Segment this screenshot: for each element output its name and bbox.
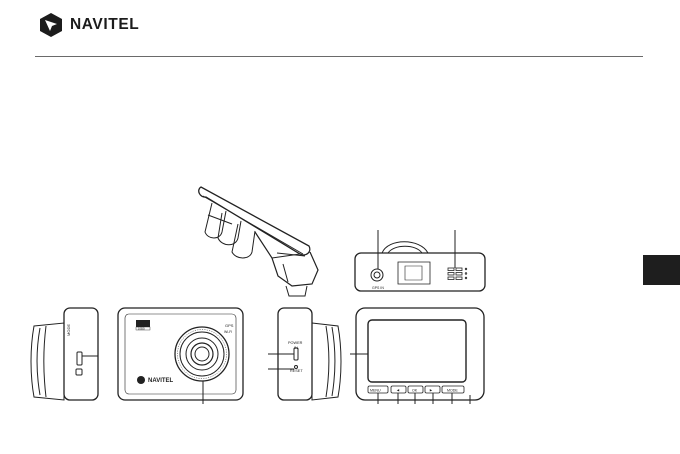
front-brand-label: NAVITEL bbox=[148, 378, 174, 384]
left-side-view: MODE bbox=[30, 307, 99, 401]
gps-label: GPS bbox=[225, 323, 234, 328]
mode-button-label: MODE bbox=[447, 389, 458, 393]
wifi-label: Wi-Fi bbox=[224, 330, 232, 334]
header-divider bbox=[35, 56, 643, 57]
brand-logo: NAVITEL bbox=[38, 12, 139, 38]
back-view: MENU ◄ OK ► MODE bbox=[350, 307, 485, 404]
gps-socket bbox=[370, 268, 384, 282]
power-label: POWER bbox=[288, 341, 303, 345]
down-button-label: ► bbox=[429, 388, 433, 393]
top-view: GPS IN bbox=[354, 230, 486, 292]
suction-mount bbox=[198, 186, 319, 297]
reset-label: RESET bbox=[290, 369, 303, 373]
up-button-label: ◄ bbox=[396, 388, 400, 393]
mode-label-left: MODE bbox=[66, 324, 71, 336]
menu-button-label: MENU bbox=[370, 389, 381, 393]
speaker-grille bbox=[447, 267, 468, 280]
right-side-view: POWER IN RESET bbox=[268, 307, 342, 401]
resolution-label: 1080 bbox=[138, 327, 145, 331]
ok-button-label: OK bbox=[412, 389, 418, 393]
front-view: 1080 GPS Wi-Fi NAVITEL bbox=[117, 307, 244, 404]
gps-socket-label: GPS IN bbox=[372, 286, 384, 290]
brand-name: NAVITEL bbox=[70, 16, 140, 33]
power-in-label: IN bbox=[294, 346, 298, 350]
section-tab-marker bbox=[643, 255, 680, 285]
lens-outer-ring bbox=[174, 326, 230, 382]
page-header: NAVITEL bbox=[0, 0, 680, 60]
navitel-logo-icon bbox=[40, 13, 62, 37]
